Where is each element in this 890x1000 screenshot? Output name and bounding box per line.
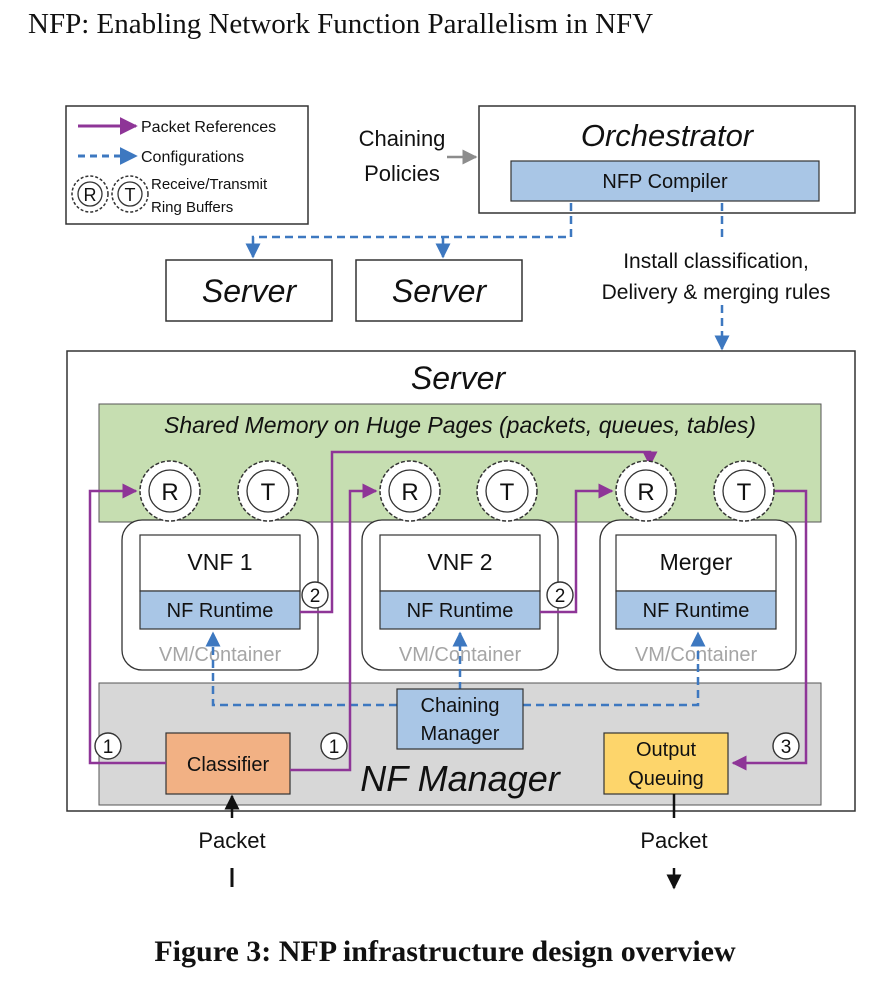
merger-runtime-label: NF Runtime xyxy=(643,600,750,622)
step-number: 1 xyxy=(103,737,114,758)
ring-letter: T xyxy=(500,479,515,506)
step-badge-3: 3 xyxy=(772,732,800,760)
config-line-to-remote-servers xyxy=(245,203,573,259)
vnf1-rx-ring-icon: R xyxy=(139,460,201,522)
vnf1-runtime-box xyxy=(139,590,301,630)
output-queuing-line1: Output xyxy=(636,739,696,761)
merger-runtime-box xyxy=(615,590,777,630)
merger-rx-ring-icon: R xyxy=(615,460,677,522)
ring-letter: T xyxy=(737,479,752,506)
vnf2-tx-ring-icon: T xyxy=(476,460,538,522)
legend-t-letter: T xyxy=(125,185,136,205)
merger-vm-label: VM/Container xyxy=(635,644,758,666)
nfp-compiler-box xyxy=(510,160,820,202)
figure-caption: Figure 3: NFP infrastructure design over… xyxy=(154,935,736,968)
vnf1-runtime-label: NF Runtime xyxy=(167,600,274,622)
vnf2-container: VNF 2 NF Runtime VM/Container xyxy=(361,519,559,671)
vnf2-rx-ring-icon: R xyxy=(379,460,441,522)
chaining-policies-line1: Chaining xyxy=(359,126,446,151)
packet-out-label: Packet xyxy=(640,828,707,853)
config-line-to-merger xyxy=(523,631,706,707)
ring-letter: R xyxy=(637,479,654,506)
merger-tx-to-output-path xyxy=(731,489,808,771)
output-queuing-line2: Queuing xyxy=(628,768,704,790)
chaining-manager-box xyxy=(396,688,524,750)
legend-t-ring-icon: T xyxy=(111,175,149,213)
vnf2-runtime-box xyxy=(379,590,541,630)
page-header: NFP: Enabling Network Function Paralleli… xyxy=(28,8,654,40)
shared-memory-label: Shared Memory on Huge Pages (packets, qu… xyxy=(164,412,756,438)
step-badge-2-vnf1: 2 xyxy=(301,581,329,609)
remote-server-label-1: Server xyxy=(202,273,298,309)
shared-memory-region xyxy=(98,403,822,523)
orchestrator-title: Orchestrator xyxy=(581,118,755,153)
config-line-to-vnf1 xyxy=(205,631,397,707)
classifier-label: Classifier xyxy=(187,754,270,776)
chaining-policies-line2: Policies xyxy=(364,161,440,186)
vnf1-container: VNF 1 NF Runtime VM/Container xyxy=(121,519,319,671)
vnf2-runtime-label: NF Runtime xyxy=(407,600,514,622)
step-badge-1-right: 1 xyxy=(320,732,348,760)
classifier-to-vnf2-rx-path xyxy=(290,483,378,772)
nfp-architecture-diagram: Packet References Configurations R T Rec… xyxy=(65,105,856,890)
main-server-title: Server xyxy=(411,360,507,396)
legend: Packet References Configurations R T Rec… xyxy=(65,105,309,225)
ring-letter: R xyxy=(161,479,178,506)
nf-manager-title: NF Manager xyxy=(360,758,561,799)
packet-in-label: Packet xyxy=(198,828,265,853)
ring-letter: R xyxy=(401,479,418,506)
vnf1-to-merger-rx-path xyxy=(300,450,658,614)
legend-ring-buffers-line1: Receive/Transmit xyxy=(151,176,268,193)
step-number: 1 xyxy=(329,737,340,758)
vnf1-name: VNF 1 xyxy=(187,549,252,575)
vnf1-vm-label: VM/Container xyxy=(159,644,282,666)
chaining-manager-line1: Chaining xyxy=(421,695,500,717)
classifier-box xyxy=(165,732,291,795)
nfp-compiler-label: NFP Compiler xyxy=(602,171,728,193)
merger-container: Merger NF Runtime VM/Container xyxy=(599,519,797,671)
step-badge-1-left: 1 xyxy=(94,732,122,760)
step-badge-2-vnf2: 2 xyxy=(546,581,574,609)
vnf2-vm-label: VM/Container xyxy=(399,644,522,666)
chaining-manager-line2: Manager xyxy=(421,723,500,745)
legend-r-letter: R xyxy=(84,185,97,205)
merger-tx-ring-icon: T xyxy=(713,460,775,522)
legend-packet-references: Packet References xyxy=(141,119,276,136)
step-number: 2 xyxy=(555,586,566,607)
remote-server-box-2 xyxy=(355,259,523,322)
vnf2-to-merger-rx-path xyxy=(540,483,614,614)
vnf2-name: VNF 2 xyxy=(427,549,492,575)
remote-server-box-1 xyxy=(165,259,333,322)
classifier-to-vnf1-rx-path xyxy=(88,483,166,765)
legend-r-ring-icon: R xyxy=(71,175,109,213)
step-number: 2 xyxy=(310,586,321,607)
ring-letter: T xyxy=(261,479,276,506)
vnf1-tx-ring-icon: T xyxy=(237,460,299,522)
legend-ring-buffers-line2: Ring Buffers xyxy=(151,199,233,216)
output-queuing-box xyxy=(603,732,729,795)
legend-configurations: Configurations xyxy=(141,149,244,166)
remote-server-label-2: Server xyxy=(392,273,488,309)
install-rules-line2: Delivery & merging rules xyxy=(602,281,831,304)
merger-name: Merger xyxy=(660,549,733,575)
install-rules-line1: Install classification, xyxy=(623,250,809,273)
step-number: 3 xyxy=(781,737,792,758)
